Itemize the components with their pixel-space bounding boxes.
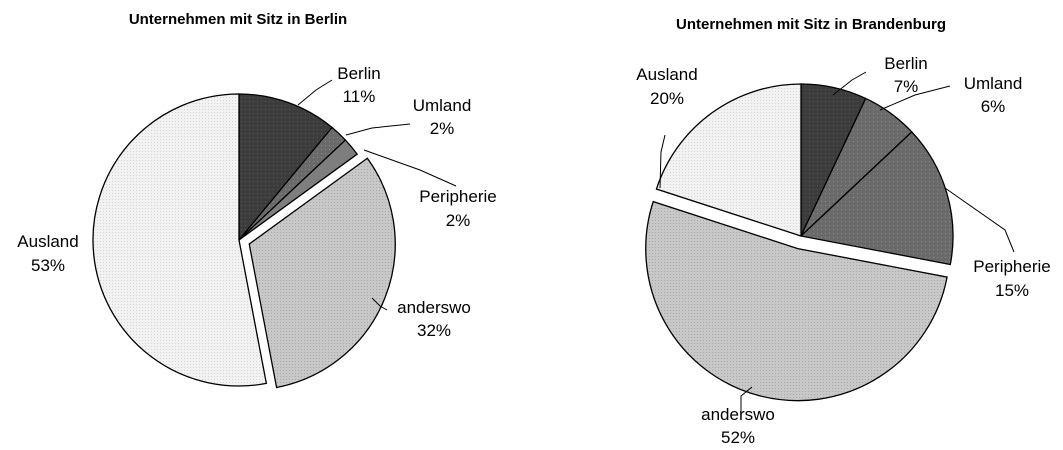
slice-label-name: anderswo xyxy=(701,405,775,424)
pie-slice-peripherie xyxy=(799,131,954,266)
leader-line-ausland xyxy=(659,134,666,189)
leader-line-umland xyxy=(345,123,411,136)
slice-label-ausland: Ausland 53% xyxy=(17,232,78,275)
pie-slice-berlin xyxy=(238,93,333,242)
pie-slice-ausland xyxy=(655,83,802,237)
slice-label-umland: Umland 6% xyxy=(964,74,1023,116)
slice-label-name: Peripherie xyxy=(973,257,1051,276)
pie-chart-brandenburg: Unternehmen mit Sitz in Brandenburg Berl… xyxy=(636,16,1050,447)
slice-label-name: Peripherie xyxy=(419,187,497,206)
leader-line-anderswo xyxy=(371,297,388,311)
pie-slices xyxy=(645,83,954,402)
leader-line-peripherie xyxy=(944,187,1015,253)
slice-label-name: Ausland xyxy=(636,65,697,84)
slice-label-berlin: Berlin 7% xyxy=(884,54,927,96)
slice-label-value: 2% xyxy=(430,119,455,138)
slice-label-name: Berlin xyxy=(337,64,380,83)
slice-label-umland: Umland 2% xyxy=(413,96,472,138)
slice-label-anderswo: anderswo 32% xyxy=(397,298,471,340)
slice-label-value: 11% xyxy=(343,87,376,106)
leader-lines xyxy=(297,79,457,311)
slice-label-peripherie: Peripherie 2% xyxy=(419,187,497,230)
slice-label-berlin: Berlin 11% xyxy=(337,64,380,106)
chart-title: Unternehmen mit Sitz in Berlin xyxy=(129,11,347,28)
pie-slice-anderswo xyxy=(645,200,948,402)
pie-chart-berlin: Unternehmen mit Sitz in Berlin Berlin 11… xyxy=(17,11,497,389)
slice-label-value: 52% xyxy=(721,428,755,447)
chart-title: Unternehmen mit Sitz in Brandenburg xyxy=(676,16,946,33)
slice-label-value: 7% xyxy=(894,77,919,96)
slice-label-ausland: Ausland 20% xyxy=(636,65,697,108)
leader-line-peripherie xyxy=(363,149,457,187)
slice-label-value: 6% xyxy=(981,97,1006,116)
pie-slices xyxy=(92,93,396,389)
slice-label-name: Umland xyxy=(413,96,472,115)
slice-label-value: 15% xyxy=(995,281,1029,300)
leader-line-berlin xyxy=(832,71,867,96)
slice-label-name: Umland xyxy=(964,74,1023,93)
leader-line-anderswo xyxy=(740,386,753,412)
pie-slice-anderswo xyxy=(248,157,396,389)
pie-slice-ausland xyxy=(92,93,268,387)
leader-line-berlin xyxy=(297,79,333,106)
leader-line-umland xyxy=(879,85,951,111)
slice-label-value: 2% xyxy=(446,211,471,230)
pie-slice-peripherie xyxy=(238,139,359,241)
slice-label-value: 32% xyxy=(417,321,451,340)
slice-label-name: anderswo xyxy=(397,298,471,317)
slice-label-anderswo: anderswo 52% xyxy=(701,405,775,447)
slice-label-name: Berlin xyxy=(884,54,927,73)
slice-label-value: 53% xyxy=(31,256,65,275)
leader-lines xyxy=(659,71,1015,412)
slice-label-peripherie: Peripherie 15% xyxy=(973,257,1051,300)
slice-label-name: Ausland xyxy=(17,232,78,251)
slice-label-value: 20% xyxy=(650,89,684,108)
